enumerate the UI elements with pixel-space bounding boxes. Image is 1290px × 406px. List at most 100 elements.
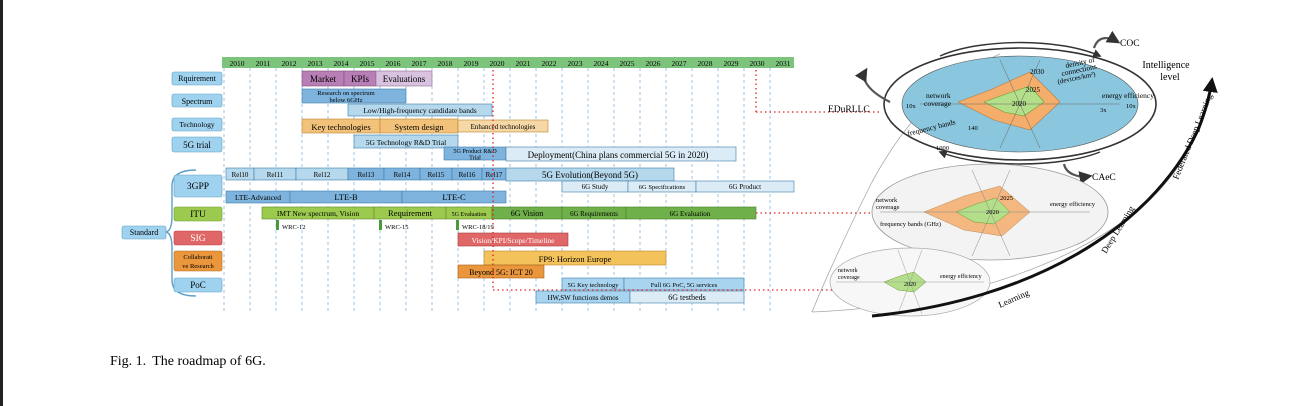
label-coc: COC [1120, 39, 1140, 49]
year-tick-label: 2024 [594, 59, 609, 68]
arrow-top-cycle [939, 41, 1102, 58]
row-label-requirement: Rquirement [178, 74, 217, 83]
bottom-energy: energy efficiency [940, 273, 982, 280]
middle-coverage: coverage [876, 204, 900, 211]
bar-deployment: Deployment(China plans commercial 5G in … [528, 150, 709, 160]
bar-requirement-itu: Requirement [388, 208, 433, 218]
learning-arrow [871, 77, 1218, 318]
page-left-rule [0, 0, 3, 406]
year-tick-label: 2019 [464, 59, 479, 68]
red-dotted-lines [492, 70, 880, 291]
row-label-collab-1: Collaborati [183, 254, 212, 261]
bar-evaluations: Evaluations [383, 74, 426, 84]
bar-6g-vision: 6G Vision [511, 209, 544, 218]
year-tick-label: 2012 [282, 59, 297, 68]
bar-5g-evolution: 5G Evolution(Beyond 5G) [542, 170, 638, 180]
row-label-spectrum: Spectrum [182, 97, 213, 106]
middle-year-2025: 2025 [1000, 195, 1013, 202]
bottom-web-axes [836, 249, 984, 315]
bar-6g-product: 6G Product [729, 183, 761, 191]
arrow-caec [1062, 163, 1093, 185]
row-label-itu: ITU [190, 210, 206, 220]
year-tick-label: 2020 [490, 59, 505, 68]
middle-energy: energy efficiency [1050, 201, 1096, 208]
bar-enhanced-technologies: Enhanced technologies [471, 123, 536, 131]
row-labels: Rquirement Spectrum Technology 5G trial … [121, 71, 223, 297]
bar-full-6g-poc: Full 6G PoC, 5G services [651, 282, 718, 289]
arrow-edurllc [854, 67, 891, 103]
top-network-coverage-2: coverage [924, 99, 952, 108]
middle-network-coverage: network [876, 197, 898, 204]
bar-beyond-5g-ict20: Beyond 5G: ICT 20 [469, 268, 533, 277]
year-tick-label: 2030 [750, 59, 765, 68]
bar-research-spectrum-1: Research on spectrum [317, 90, 374, 97]
year-tick-label: 2021 [516, 59, 531, 68]
row-label-poc: PoC [190, 280, 206, 290]
top-year-2020: 2020 [1012, 100, 1027, 108]
year-tick-label: 2027 [672, 59, 687, 68]
year-tick-label: 2029 [724, 59, 739, 68]
year-tick-label: 2014 [334, 59, 349, 68]
bar-fp9: FP9: Horizon Europe [539, 254, 612, 264]
row-label-collab-2: ve Research [182, 263, 214, 270]
bar-research-spectrum-2: below 6GHz [329, 97, 362, 104]
release-rel17: Rel17 [486, 171, 503, 179]
bar-imt-vision: IMT New spectrum, Vision [277, 209, 359, 218]
top-energy-1: energy efficiency [1102, 91, 1154, 100]
bar-market: Market [310, 74, 336, 84]
bar-lowhigh-bands: Low/High-frequency candidate bands [363, 106, 476, 115]
year-tick-label: 2031 [776, 59, 791, 68]
marker-wrc-12: WRC-12 [282, 224, 305, 231]
row-label-sig: SIG [190, 234, 205, 244]
marker-wrc-15: WRC-15 [385, 224, 408, 231]
arrow-bottom-cycle [938, 150, 1101, 165]
bar-5g-tech-trial: 5G Technology R&D Trial [366, 138, 446, 147]
row-label-technology: Technology [179, 120, 215, 129]
bar-hw-sw-demos: HW,SW functions demos [548, 294, 619, 302]
top-web-inner [983, 85, 1045, 117]
marker-wrc-19: WRC-18/19 [462, 224, 494, 231]
row-label-3gpp: 3GPP [187, 182, 209, 192]
label-learning: Learning [997, 287, 1031, 310]
top-year-2025: 2025 [1026, 86, 1041, 94]
row-label-standard: Standard [130, 228, 158, 237]
year-tick-label: 2018 [438, 59, 453, 68]
bar-kpis: KPIs [351, 74, 370, 84]
release-rel10: Rel10 [232, 171, 249, 179]
bar-product-trial-1: 5G Product R&D [453, 148, 497, 155]
year-tick-label: 2013 [308, 59, 323, 68]
intelligence-diagram: network coverage density of connections … [811, 30, 1218, 318]
top-year-2030: 2030 [1030, 68, 1045, 76]
bar-6g-evaluation: 6G Evaluation [670, 210, 711, 218]
bar-lte-advanced: LTE-Advanced [235, 193, 281, 202]
bar-6g-study: 6G Study [582, 183, 609, 191]
release-rel12: Rel12 [314, 171, 331, 179]
top-network-coverage-1: network [926, 91, 951, 100]
year-tick-label: 2025 [620, 59, 635, 68]
bar-5g-key-technology: 5G Key technology [568, 282, 620, 289]
roadmap-bars: Market KPIs Evaluations Research on spec… [225, 70, 795, 304]
figure-caption: Fig. 1.The roadmap of 6G. [110, 354, 272, 370]
year-tick-label: 2011 [256, 59, 271, 68]
year-axis-bar [222, 57, 794, 68]
year-tick-label: 2023 [568, 59, 583, 68]
bar-6g-requirements: 6G Requirements [570, 211, 618, 218]
year-tick-label: 2015 [360, 59, 375, 68]
top-10x-left: 10x [906, 103, 917, 110]
top-1000: 1000 [936, 145, 949, 152]
arrow-coc [1092, 30, 1121, 49]
top-140: 140 [968, 125, 978, 132]
middle-year-2020: 2020 [986, 209, 999, 216]
caption-label: Fig. 1. [110, 354, 147, 369]
release-rel16: Rel16 [459, 171, 476, 179]
label-edurllc: EDuRLLC [828, 105, 870, 115]
top-3x: 3x [1100, 107, 1107, 114]
bar-vision-kpi: Vision/KPI/Scope/Timeline [471, 236, 555, 245]
bar-6g-specifications: 6G Specifications [639, 184, 686, 191]
year-tick-label: 2016 [386, 59, 401, 68]
middle-frequency: frequency bands (GHz) [880, 221, 941, 228]
year-tick-label: 2010 [230, 59, 245, 68]
bar-lte-c: LTE-C [442, 192, 466, 202]
